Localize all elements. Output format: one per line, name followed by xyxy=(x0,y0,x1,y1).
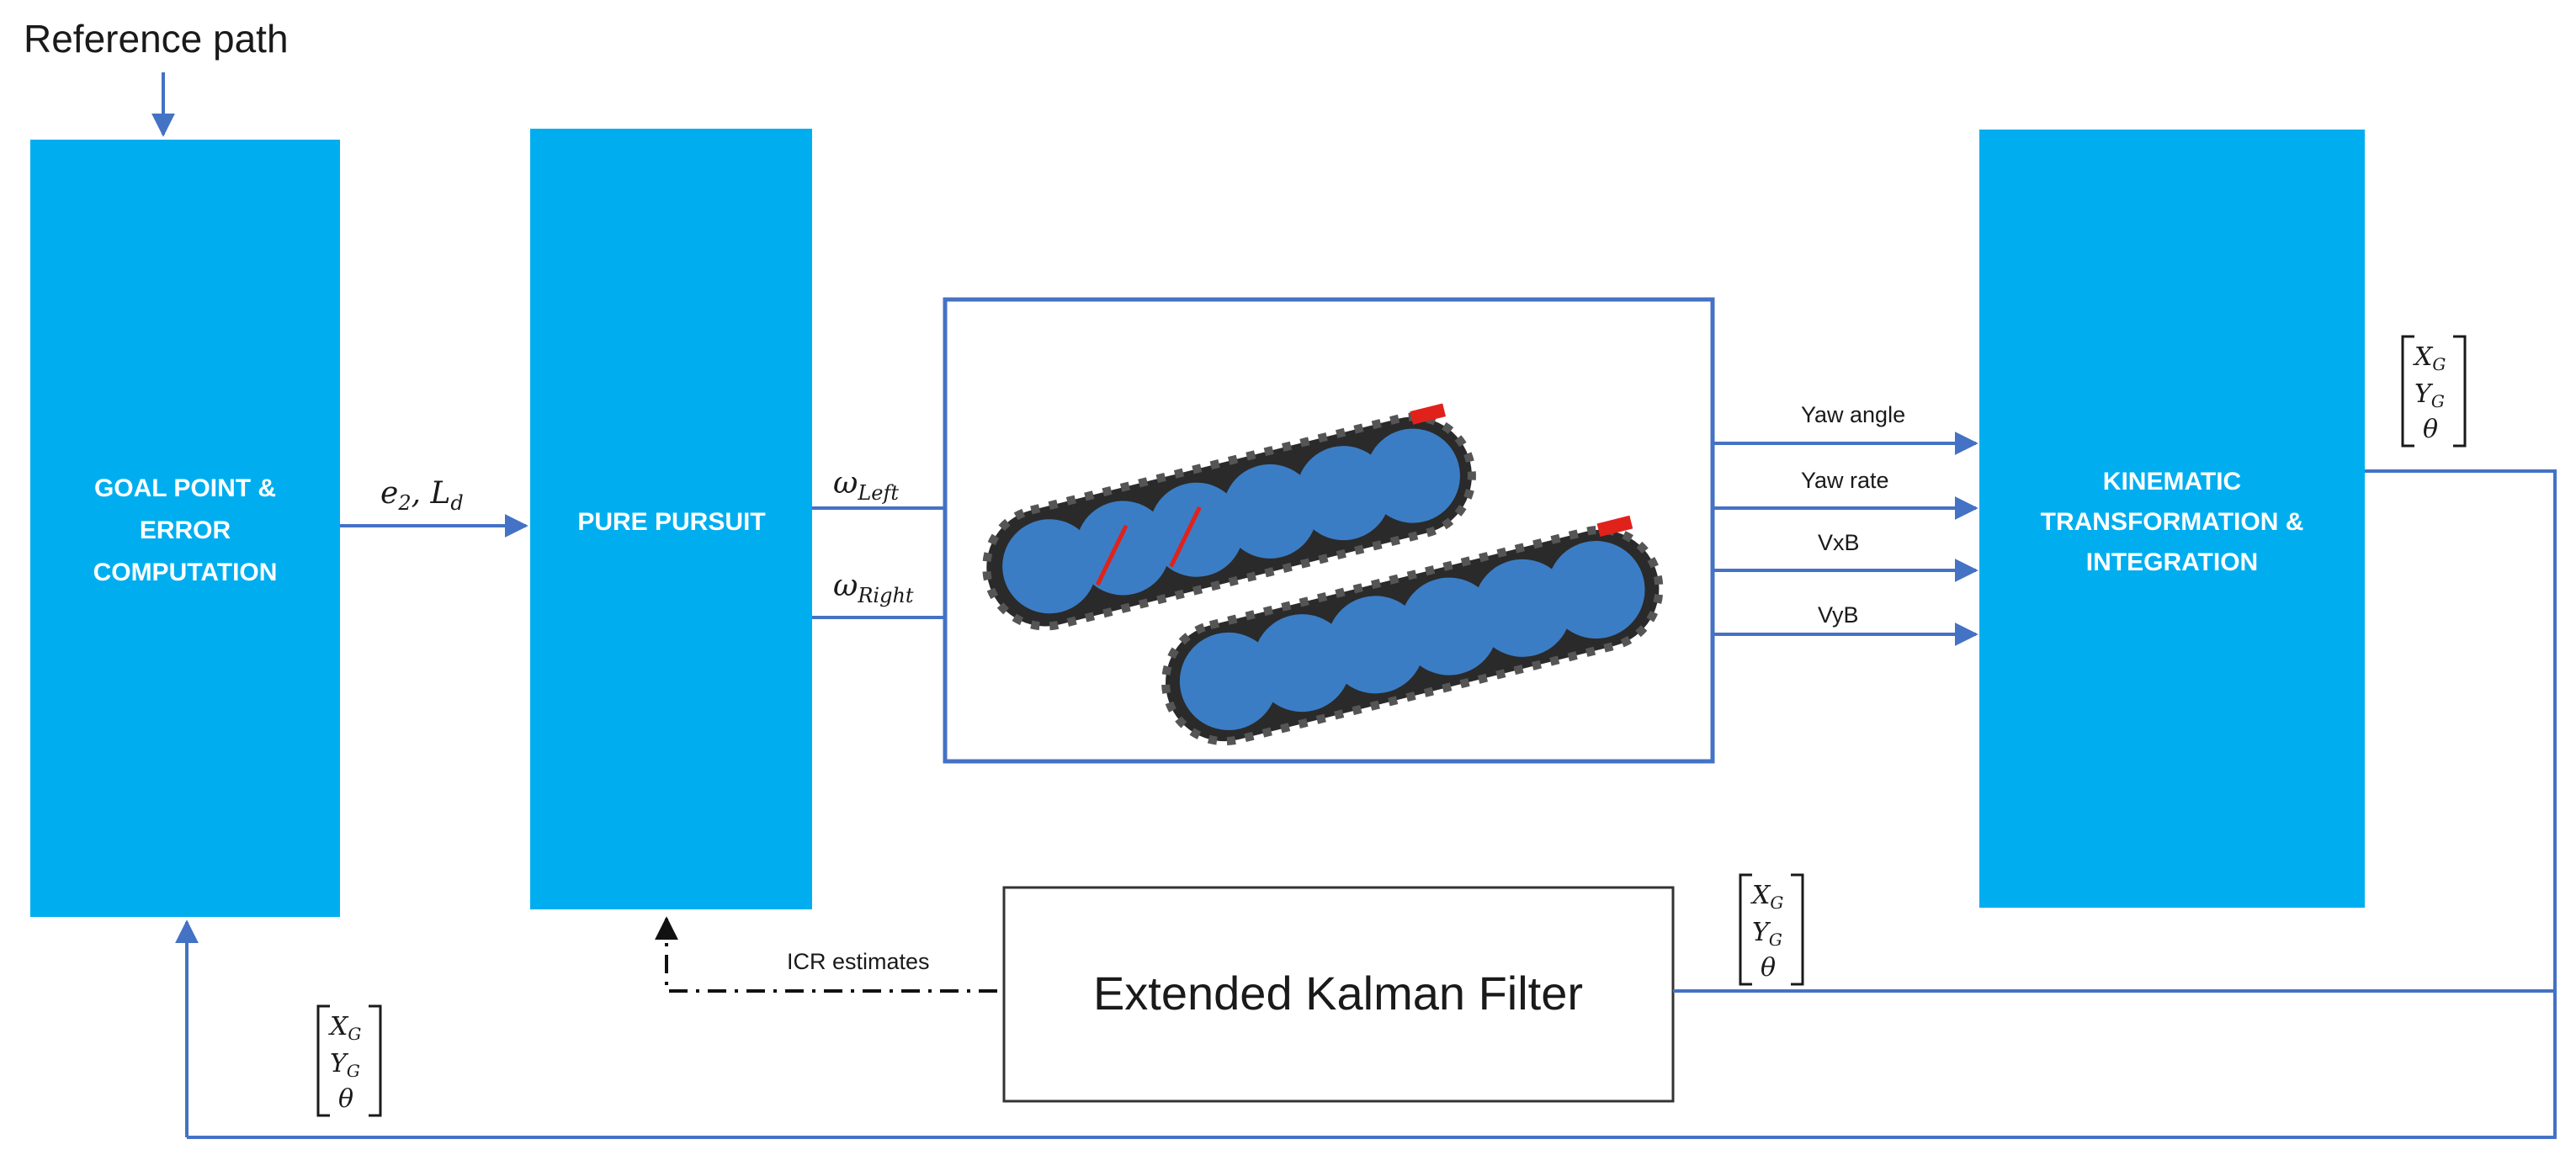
goal-point-block: GOAL POINT & ERROR COMPUTATION xyxy=(30,140,340,917)
kinematic-output-line xyxy=(187,469,2557,1139)
icr-estimates-label: ICR estimates xyxy=(787,949,930,974)
state-vector-feedback: XG YG θ xyxy=(316,1004,382,1117)
vyb-label: VyB xyxy=(1818,602,1859,628)
tracked-vehicle-image xyxy=(982,403,1664,746)
omega-right-label: ωRight xyxy=(833,569,914,607)
pure-pursuit-label: PURE PURSUIT xyxy=(577,508,765,536)
svg-text:θ: θ xyxy=(2423,415,2438,444)
vehicle-block xyxy=(943,297,1715,764)
svg-text:YG: YG xyxy=(330,1049,360,1081)
vxb-label: VxB xyxy=(1818,530,1860,555)
yaw-angle-label: Yaw angle xyxy=(1801,402,1905,427)
error-variables-label: e2, Ld xyxy=(380,476,464,515)
goal-point-line-3: COMPUTATION xyxy=(93,559,278,586)
pure-pursuit-block: PURE PURSUIT xyxy=(530,129,812,909)
svg-text:θ: θ xyxy=(1761,953,1776,983)
goal-point-line-2: ERROR xyxy=(140,517,231,544)
svg-text:XG: XG xyxy=(2413,342,2446,374)
ekf-block: Extended Kalman Filter xyxy=(1002,886,1675,1103)
svg-text:XG: XG xyxy=(1750,881,1783,913)
state-vector-ekf: XG YG θ xyxy=(1739,873,1804,986)
svg-text:XG: XG xyxy=(328,1012,361,1044)
svg-text:YG: YG xyxy=(1752,918,1782,950)
omega-left-label: ωLeft xyxy=(833,466,899,505)
svg-text:YG: YG xyxy=(2414,379,2445,411)
goal-point-line-1: GOAL POINT & xyxy=(94,474,276,502)
yaw-rate-label: Yaw rate xyxy=(1801,468,1889,493)
reference-path-label: Reference path xyxy=(24,17,289,61)
kinematic-line-1: KINEMATIC xyxy=(2103,468,2241,495)
kinematic-line-2: TRANSFORMATION & xyxy=(2041,508,2304,536)
state-vector-kinematic: XG YG θ xyxy=(2401,335,2467,448)
ekf-label: Extended Kalman Filter xyxy=(1093,967,1583,1020)
svg-text:θ: θ xyxy=(338,1084,353,1114)
kinematic-block: KINEMATIC TRANSFORMATION & INTEGRATION xyxy=(1979,130,2365,908)
kinematic-line-3: INTEGRATION xyxy=(2086,548,2258,576)
